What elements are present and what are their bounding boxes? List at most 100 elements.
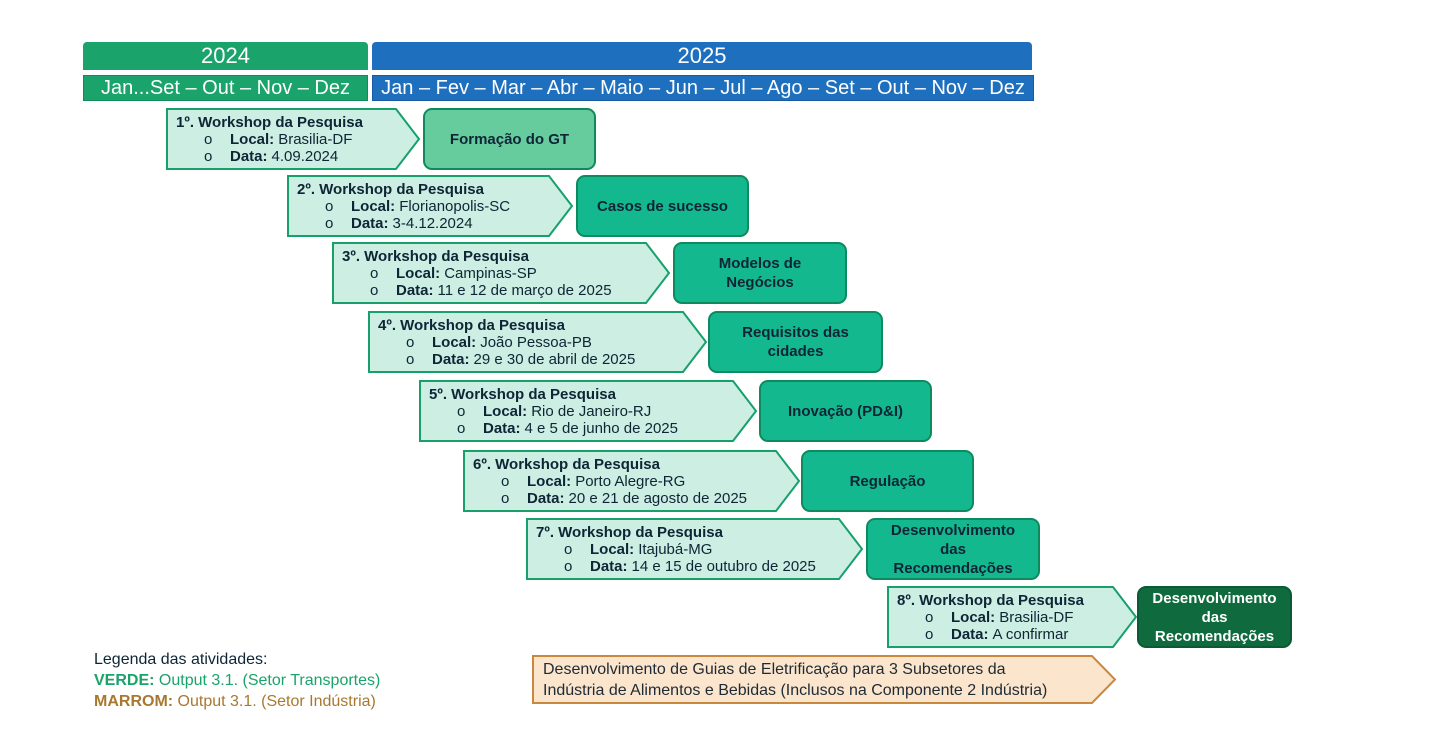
activity-8-label: Desenvolvimento das Recomendações (1152, 589, 1277, 645)
year-2024-label: 2024 (201, 43, 250, 68)
year-2025-label: 2025 (677, 43, 727, 68)
months-2025-label: Jan – Fev – Mar – Abr – Maio – Jun – Jul… (381, 77, 1025, 99)
activity-1-box: Formação do GT (423, 108, 596, 170)
bullet-icon: o (325, 198, 334, 215)
months-2024-label: Jan...Set – Out – Nov – Dez (100, 77, 350, 99)
workshop-6-arrow-shape (463, 450, 801, 512)
workshop-1-date: o Data:4.09.2024 (176, 148, 363, 165)
date-label: Data: (396, 282, 434, 299)
bullet-icon: o (925, 626, 934, 643)
activity-7-label: Desenvolvimento das Recomendações (890, 521, 1016, 577)
date-value: 20 e 21 de agosto de 2025 (568, 490, 748, 507)
bullet-icon: o (457, 420, 466, 437)
activity-2-label: Casos de sucesso (597, 197, 728, 215)
date-label: Data: (527, 490, 565, 507)
date-label: Data: (351, 215, 389, 232)
months-2024-bar: Jan...Set – Out – Nov – Dez (83, 75, 368, 101)
bullet-icon: o (564, 541, 573, 558)
activity-2-box: Casos de sucesso (576, 175, 749, 237)
workshop-2-local: o Local:Florianopolis-SC (297, 198, 510, 215)
date-value: 14 e 15 de outubro de 2025 (631, 558, 816, 575)
date-label: Data: (483, 420, 521, 437)
activity-1-label: Formação do GT (449, 130, 570, 148)
date-label: Data: (432, 351, 470, 368)
legend-green-key: VERDE: (94, 672, 155, 689)
workshop-4-title: 4º. Workshop da Pesquisa (378, 317, 565, 334)
activity-6-box: Regulação (801, 450, 974, 512)
bullet-icon: o (501, 490, 510, 507)
bullet-icon: o (501, 473, 510, 490)
activity-8-box: Desenvolvimento das Recomendações (1137, 586, 1292, 648)
workshop-3-arrow-shape (332, 242, 671, 304)
workshop-7-arrow-shape (526, 518, 864, 580)
year-2025-header: 2025 (372, 42, 1032, 70)
bullet-icon: o (325, 215, 334, 232)
workshop-6-date: o Data:20 e 21 de agosto de 2025 (473, 490, 747, 507)
workshop-8-arrow-shape (887, 586, 1138, 648)
local-label: Local: (527, 473, 572, 490)
local-value: Rio de Janeiro-RJ (531, 403, 652, 420)
bullet-icon: o (406, 351, 415, 368)
legend-green-text: Output 3.1. (Setor Transportes) (154, 672, 381, 689)
activity-5-label: Inovação (PD&I) (787, 402, 904, 420)
local-label: Local: (432, 334, 477, 351)
workshop-1-title: 1º. Workshop da Pesquisa (176, 114, 363, 131)
date-value: 3-4.12.2024 (392, 215, 473, 232)
local-value: Brasilia-DF (999, 609, 1074, 626)
workshop-8-title: 8º. Workshop da Pesquisa (897, 592, 1084, 609)
date-value: 4.09.2024 (271, 148, 339, 165)
activity-4-box: Requisitos das cidades (708, 311, 883, 373)
local-value: Itajubá-MG (638, 541, 713, 558)
industry-activity-arrow: Desenvolvimento de Guias de Eletrificaçã… (532, 655, 1117, 704)
legend-brown-entry: MARROM: Output 3.1. (Setor Indústria) (94, 691, 434, 712)
workshop-5-local: o Local:Rio de Janeiro-RJ (429, 403, 678, 420)
year-2024-header: 2024 (83, 42, 368, 70)
workshop-2-arrow-shape (287, 175, 574, 237)
activity-6-label: Regulação (849, 472, 926, 490)
local-label: Local: (396, 265, 441, 282)
bullet-icon: o (564, 558, 573, 575)
local-value: Campinas-SP (444, 265, 537, 282)
local-label: Local: (230, 131, 275, 148)
workshop-2-date: o Data:3-4.12.2024 (297, 215, 510, 232)
bullet-icon: o (925, 609, 934, 626)
industry-arrow-shape (532, 655, 1117, 704)
local-value: João Pessoa-PB (480, 334, 592, 351)
local-value: Florianopolis-SC (399, 198, 511, 215)
workshop-4-arrow-shape (368, 311, 708, 373)
legend-title: Legenda das atividades: (94, 651, 268, 668)
industry-line-2: Indústria de Alimentos e Bebidas (Inclus… (543, 682, 1048, 699)
legend-brown-key: MARROM: (94, 693, 174, 710)
workshop-7-date: o Data:14 e 15 de outubro de 2025 (536, 558, 816, 575)
activity-7-box: Desenvolvimento das Recomendações (866, 518, 1040, 580)
bullet-icon: o (204, 148, 213, 165)
date-value: 11 e 12 de março de 2025 (437, 282, 612, 299)
workshop-7-title: 7º. Workshop da Pesquisa (536, 524, 723, 541)
bullet-icon: o (457, 403, 466, 420)
date-label: Data: (951, 626, 989, 643)
local-label: Local: (483, 403, 528, 420)
workshop-6-title: 6º. Workshop da Pesquisa (473, 456, 660, 473)
date-label: Data: (590, 558, 628, 575)
local-label: Local: (351, 198, 396, 215)
workshop-5-title: 5º. Workshop da Pesquisa (429, 386, 616, 403)
date-label: Data: (230, 148, 268, 165)
activity-3-box: Modelos de Negócios (673, 242, 847, 304)
